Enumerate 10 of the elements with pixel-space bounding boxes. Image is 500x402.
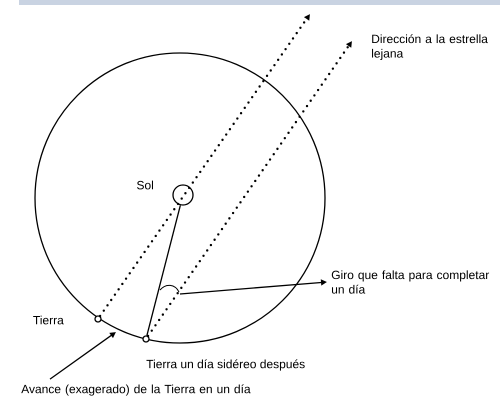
object-label: Tierra un día sidéreo después [146, 359, 305, 371]
earth-marker [142, 335, 150, 343]
connector-line [146, 205, 181, 336]
object-label: Sol [137, 180, 153, 190]
sun-circle [172, 184, 194, 206]
annotation-text: Giro que falta para completar un día [332, 270, 490, 294]
direction-label: Dirección a la estrella lejana [372, 34, 488, 60]
annotation-text: Avance (exagerado) de la Tierra en un día [21, 384, 251, 396]
earth-marker [94, 315, 102, 323]
object-label: Tierra [33, 316, 64, 324]
